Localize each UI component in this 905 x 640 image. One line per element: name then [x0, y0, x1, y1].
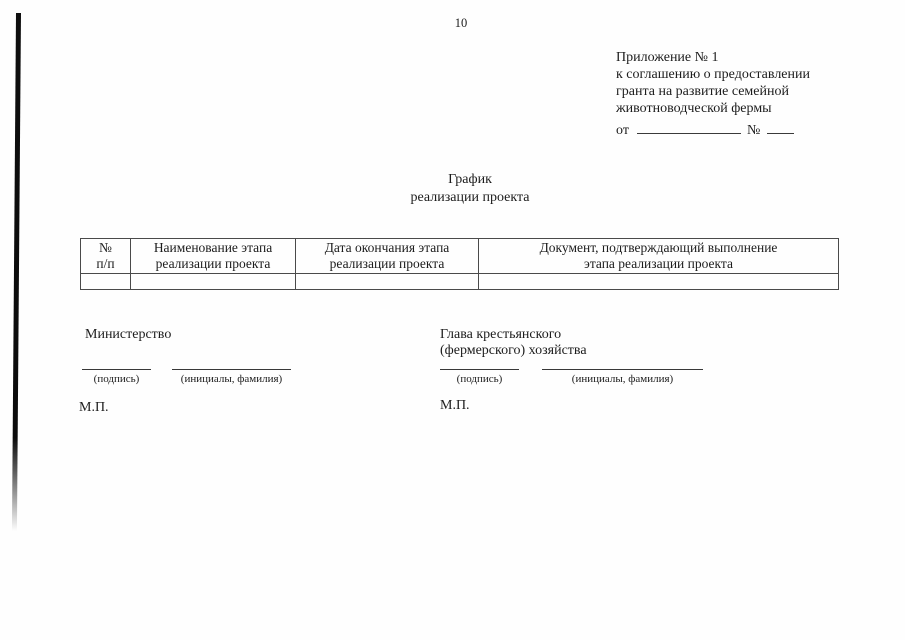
annex-header: Приложение № 1 к соглашению о предоставл…: [616, 50, 810, 116]
annex-number-sign: №: [746, 123, 761, 138]
ministry-signature-line: (подпись): [82, 369, 151, 385]
column-header-document: Документ, подтверждающий выполнение этап…: [478, 238, 839, 274]
page-number: 10: [454, 16, 468, 30]
table-row: [80, 273, 839, 290]
farm-head-seal-mark: М.П.: [440, 398, 470, 413]
date-blank-line: [636, 121, 741, 134]
column-header-stage-name: Наименование этапа реализации проекта: [130, 238, 296, 274]
column-header-number: № п/п: [80, 238, 131, 274]
number-blank-line: [767, 121, 795, 134]
table-cell-end-date: [295, 273, 479, 290]
document-title-line2: реализации проекта: [410, 190, 530, 205]
table-header-row: № п/п Наименование этапа реализации прое…: [80, 238, 839, 274]
annex-date-number-line: от №: [616, 121, 795, 139]
document-title-line1: График: [448, 172, 492, 187]
ministry-name-line: (инициалы, фамилия): [172, 369, 291, 385]
annex-from-prefix: от: [616, 123, 629, 138]
farm-head-name-line: (инициалы, фамилия): [542, 369, 703, 385]
party-ministry-label: Министерство: [85, 327, 172, 342]
farm-head-signature-line: (подпись): [440, 369, 519, 385]
schedule-table: № п/п Наименование этапа реализации прое…: [80, 238, 839, 290]
table-cell-document: [478, 273, 839, 290]
scan-binding-artifact: [11, 13, 21, 532]
document-title: График реализации проекта: [280, 171, 660, 207]
column-header-end-date: Дата окончания этапа реализации проекта: [295, 238, 479, 274]
table-cell-number: [80, 273, 131, 290]
table-cell-stage-name: [130, 273, 296, 290]
ministry-seal-mark: М.П.: [79, 400, 109, 415]
party-farm-head-label: Глава крестьянского (фермерского) хозяйс…: [440, 327, 587, 358]
